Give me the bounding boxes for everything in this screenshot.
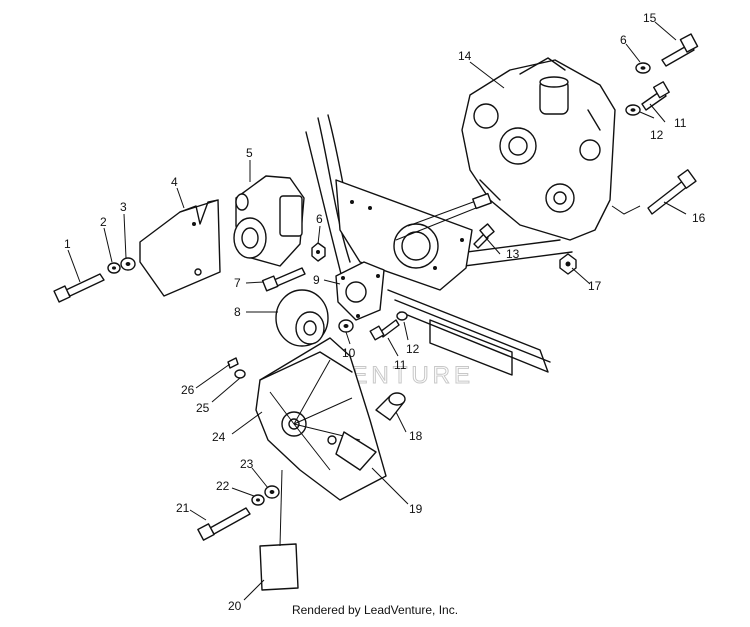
callout-4: 4	[171, 175, 178, 189]
callout-3: 3	[120, 200, 127, 214]
washer-22	[251, 494, 265, 506]
callout-12a: 12	[650, 128, 664, 142]
washer-6-upper	[635, 62, 651, 74]
callout-25: 25	[196, 401, 210, 415]
callout-24: 24	[212, 430, 226, 444]
bolt-16	[611, 169, 697, 215]
callout-17: 17	[588, 279, 602, 293]
bolt-13	[473, 223, 495, 249]
callout-20: 20	[228, 599, 242, 613]
washer-10	[338, 319, 354, 333]
bolt-1	[53, 273, 105, 303]
switch-5	[233, 175, 305, 267]
leader-lines	[67, 21, 687, 601]
callout-13: 13	[506, 247, 520, 261]
callout-10: 10	[342, 346, 356, 360]
callout-15: 15	[643, 11, 657, 25]
bracket-4	[139, 199, 221, 297]
washer-25	[234, 369, 246, 379]
bolt-11-lower	[369, 319, 400, 341]
belt-guard-24	[255, 337, 387, 501]
bolt-21	[197, 507, 251, 541]
callout-5: 5	[246, 146, 253, 160]
callout-labels: 1 2 3 4 5 6 7 8 9 10 11 12 13 14 15 6 11…	[64, 11, 706, 613]
callout-6b: 6	[316, 212, 323, 226]
callout-19: 19	[409, 502, 423, 516]
callout-6a: 6	[620, 33, 627, 47]
nut-17	[559, 253, 577, 275]
callout-11b: 11	[394, 358, 407, 372]
decal-20	[259, 469, 299, 591]
washer-23	[264, 485, 280, 499]
callout-11a: 11	[674, 116, 687, 130]
housing-shafts	[395, 192, 492, 241]
callout-22: 22	[216, 479, 230, 493]
spacer-18	[375, 392, 406, 421]
callout-16: 16	[692, 211, 706, 225]
washer-2	[107, 262, 121, 274]
bolt-7	[261, 267, 306, 292]
screw-26	[227, 357, 239, 369]
callout-12b: 12	[406, 342, 420, 356]
callout-23: 23	[240, 457, 254, 471]
washer-12-upper	[625, 104, 641, 116]
pulley-8	[275, 289, 329, 347]
transmission-housing	[461, 57, 616, 241]
callout-18: 18	[409, 429, 423, 443]
callout-14: 14	[458, 49, 472, 63]
washer-3	[120, 257, 136, 271]
bolt-11-upper	[641, 81, 670, 111]
callout-9: 9	[313, 273, 320, 287]
bearing-plate-9	[335, 261, 385, 321]
callout-2: 2	[100, 215, 107, 229]
mounting-plate	[335, 179, 473, 291]
callout-1: 1	[64, 237, 71, 251]
callout-8: 8	[234, 305, 241, 319]
bolt-15	[661, 33, 699, 67]
callout-21: 21	[176, 501, 190, 515]
footer-credit: Rendered by LeadVenture, Inc.	[291, 603, 459, 617]
washer-12-lower	[396, 311, 408, 321]
callout-7: 7	[234, 276, 241, 290]
washer-6-middle	[311, 242, 326, 262]
callout-26: 26	[181, 383, 195, 397]
